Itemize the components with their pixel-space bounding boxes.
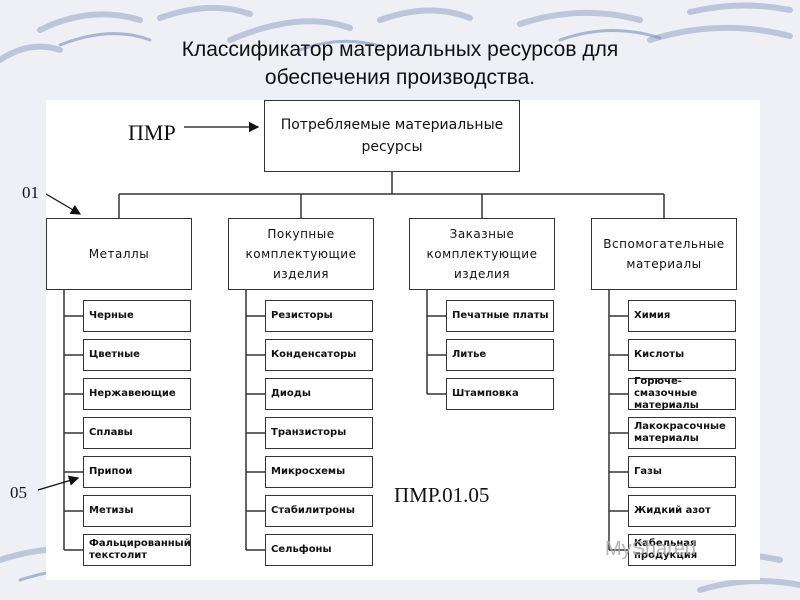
category-node: Металлы: [46, 218, 192, 290]
category-label: Металлы: [88, 247, 150, 261]
diagram-connector-lines: [63, 172, 665, 551]
category-item: Метизы: [83, 495, 191, 527]
root-node-consumed-material-resources: Потребляемые материальные ресурсы: [264, 100, 520, 172]
watermark-text: MyShared: [605, 538, 697, 560]
category-label: Вспомогательные материалы: [603, 237, 725, 271]
slide-title: Классификатор материальных ресурсов для …: [0, 36, 800, 92]
category-item: Литье: [446, 339, 554, 371]
category-node: Покупные комплектующие изделия: [228, 218, 374, 290]
category-item: Конденсаторы: [265, 339, 373, 371]
category-item: Цветные: [83, 339, 191, 371]
category-item: Газы: [628, 456, 736, 488]
category-item: Фальцированный текстолит: [83, 534, 191, 566]
slide-title-line-2: обеспечения производства.: [264, 66, 536, 89]
category-label: Покупные комплектующие изделия: [245, 227, 357, 281]
slide-title-line-1: Классификатор материальных ресурсов для: [181, 38, 619, 61]
category-item: Резисторы: [265, 300, 373, 332]
arrow-01-to-metals: [45, 193, 82, 215]
annotation-full-code: ПМР.01.05: [394, 483, 490, 507]
classifier-diagram: Потребляемые материальные ресурсы Металл…: [46, 100, 760, 580]
category-node: Заказные комплектующие изделия: [409, 218, 555, 290]
category-item: Лакокрасочные материалы: [628, 417, 736, 449]
category-item: Диоды: [265, 378, 373, 410]
category-item: Химия: [628, 300, 736, 332]
annotation-level-1-code: 01: [22, 183, 39, 202]
category-item: Черные: [83, 300, 191, 332]
watermark-logo: MyShared: [605, 538, 696, 561]
category-item: Транзисторы: [265, 417, 373, 449]
category-item: Печатные платы: [446, 300, 554, 332]
category-item: Сельфоны: [265, 534, 373, 566]
category-item: Кислоты: [628, 339, 736, 371]
category-node: Вспомогательные материалы: [591, 218, 737, 290]
category-item: Припои: [83, 456, 191, 488]
category-item: Жидкий азот: [628, 495, 736, 527]
annotation-pmr: ПМР: [128, 120, 176, 145]
category-item: Горюче-смазочные материалы: [628, 376, 736, 411]
category-label: Заказные комплектующие изделия: [426, 227, 538, 281]
category-item: Стабилитроны: [265, 495, 373, 527]
category-item: Нержавеющие: [83, 378, 191, 410]
category-item: Микросхемы: [265, 456, 373, 488]
category-item: Кабельная продукция: [628, 534, 736, 566]
category-item: Сплавы: [83, 417, 191, 449]
category-item: Штамповка: [446, 378, 554, 410]
annotation-level-2-code: 05: [10, 483, 27, 502]
root-node-label: Потребляемые материальные ресурсы: [280, 117, 504, 155]
arrow-05-to-solders: [37, 475, 80, 491]
